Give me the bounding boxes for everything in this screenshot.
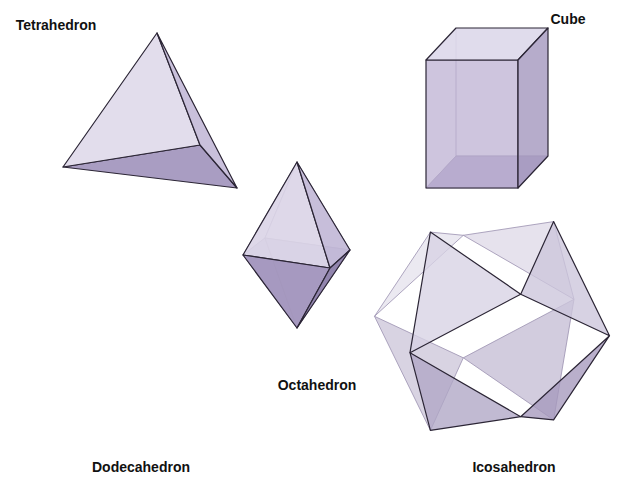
icosahedron-figure [375,222,610,431]
tetrahedron-figure [63,33,237,188]
tetrahedron-face [157,33,237,188]
cube-figure [426,28,548,188]
icosahedron-face [410,353,521,431]
solid-name: Octahedron [278,377,357,394]
solid-name: Cube [551,11,586,28]
icosahedron-face [410,232,521,353]
cube-face [426,60,518,188]
dodecahedron-figure [42,243,242,423]
solid-name: Tetrahedron [16,17,97,34]
octahedron-face [297,250,350,328]
octahedron-face [297,162,350,268]
tetrahedron-face [63,33,200,167]
cube-face [518,28,548,188]
icosahedron-face [521,222,610,336]
solid-name: Icosahedron [472,459,555,476]
icosahedron-face [521,336,610,420]
octahedron-figure [243,162,350,328]
solid-name: Dodecahedron [92,459,190,476]
